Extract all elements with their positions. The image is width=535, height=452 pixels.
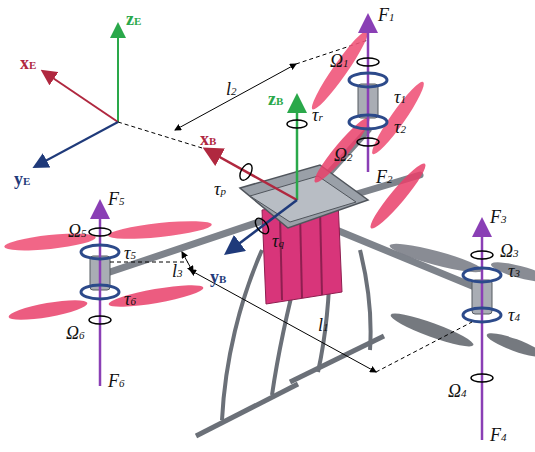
force-label: F3	[490, 208, 507, 226]
speed-label: Ω2	[334, 146, 353, 164]
speed-label: Ω4	[448, 382, 467, 400]
dimension-label: l1	[318, 316, 329, 334]
torque-label: τr	[312, 106, 323, 124]
force-label: F6	[108, 372, 125, 390]
force-label: F4	[490, 426, 507, 444]
speed-label: Ω6	[66, 324, 85, 342]
axis-label: xB	[200, 130, 216, 148]
torque-label: τ2	[394, 118, 406, 136]
torque-label: τ6	[124, 290, 136, 308]
force-label: F5	[108, 190, 125, 208]
speed-label: Ω5	[68, 222, 87, 240]
dimension-label: l3	[172, 262, 183, 280]
torque-label: τq	[272, 232, 284, 250]
torque-label: τ3	[508, 262, 520, 280]
speed-label: Ω3	[500, 242, 519, 260]
torque-label: τp	[214, 180, 226, 198]
torque-label: τ5	[124, 244, 136, 262]
axis-label: yB	[210, 268, 226, 286]
axis-label: yE	[14, 170, 30, 188]
axis-label: zB	[268, 90, 283, 108]
torque-label: τ4	[508, 306, 520, 324]
force-label: F2	[376, 168, 393, 186]
speed-label: Ω1	[330, 52, 349, 70]
axis-label: xE	[20, 54, 36, 72]
force-label: F1	[378, 6, 395, 24]
dimension-label: l2	[226, 80, 237, 98]
torque-label: τ1	[394, 88, 406, 106]
axis-label: zE	[126, 10, 141, 28]
